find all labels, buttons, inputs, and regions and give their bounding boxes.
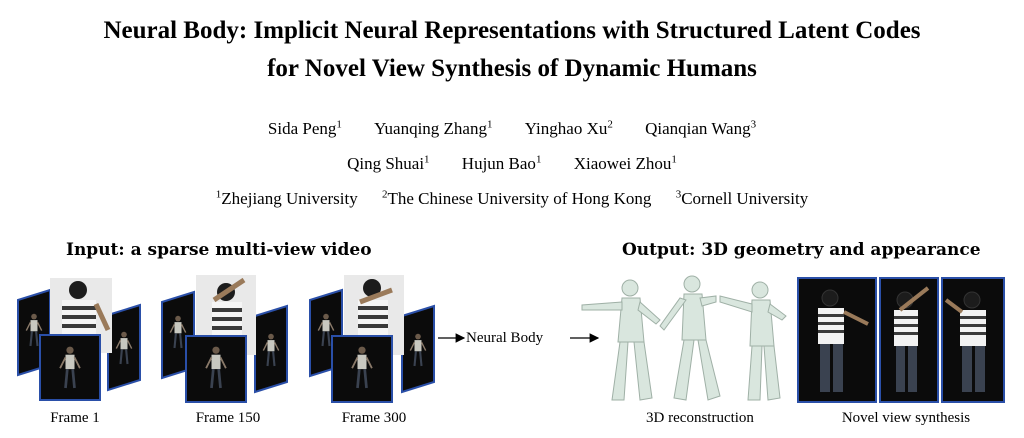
teaser-figure xyxy=(17,275,1005,403)
frame-label: Frame 150 xyxy=(195,410,261,426)
paper-title: Neural Body: Implicit Neural Representat… xyxy=(0,12,1024,88)
author: Hujun Bao1 xyxy=(461,153,542,173)
method-label: Neural Body xyxy=(466,330,544,346)
authors-row-1: Sida Peng1 Yuanqing Zhang1 Yinghao Xu2 Q… xyxy=(0,118,1024,139)
output-label-reconstruction: 3D reconstruction xyxy=(646,410,754,426)
mesh-reconstructions xyxy=(581,275,787,401)
frame-label: Frame 300 xyxy=(341,410,407,426)
frame-150-views xyxy=(161,275,288,403)
novel-view-panels xyxy=(797,277,1005,403)
input-heading: Input: a sparse multi-view video xyxy=(66,240,372,260)
affiliations: 1Zhejiang University 2The Chinese Univer… xyxy=(0,188,1024,209)
author: Xiaowei Zhou1 xyxy=(573,153,677,173)
output-label-novel-view: Novel view synthesis xyxy=(841,410,971,426)
affiliation: 2The Chinese University of Hong Kong xyxy=(382,188,652,208)
title-line-1: Neural Body: Implicit Neural Representat… xyxy=(103,17,921,44)
frame-label: Frame 1 xyxy=(50,410,100,426)
author: Qianqian Wang3 xyxy=(645,118,757,138)
author: Yuanqing Zhang1 xyxy=(374,118,493,138)
author: Sida Peng1 xyxy=(267,118,342,138)
affiliation: 1Zhejiang University xyxy=(215,188,358,208)
affiliation: 3Cornell University xyxy=(675,188,809,208)
output-heading: Output: 3D geometry and appearance xyxy=(622,240,981,260)
title-line-2: for Novel View Synthesis of Dynamic Huma… xyxy=(267,55,757,82)
author: Yinghao Xu2 xyxy=(524,118,613,138)
frame-1-views xyxy=(17,278,141,401)
frame-300-views xyxy=(309,275,435,403)
authors-row-2: Qing Shuai1 Hujun Bao1 Xiaowei Zhou1 xyxy=(0,153,1024,174)
author: Qing Shuai1 xyxy=(347,153,430,173)
